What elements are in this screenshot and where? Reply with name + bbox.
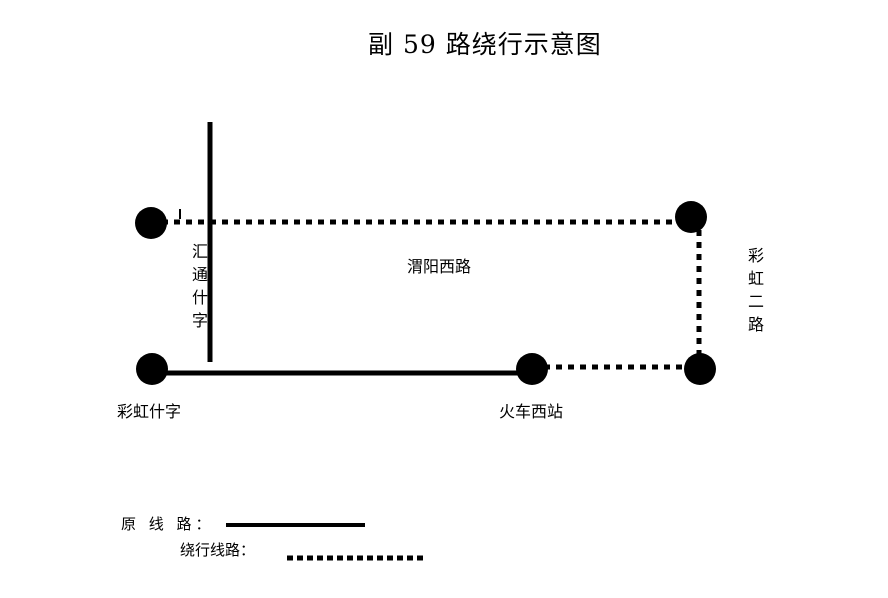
stop-label-huoche-xizhan: 火车西站	[499, 402, 564, 421]
stop-label-caihong-shizi: 彩虹什字	[117, 402, 182, 421]
stop-marker-top-right	[675, 201, 707, 233]
stop-marker-bottom-right	[684, 353, 716, 385]
road-label-caihong-erlu: 彩虹二路	[747, 246, 764, 334]
stop-marker-top-left	[135, 207, 167, 239]
road-label-weiyang-xilu: 渭阳西路	[407, 257, 472, 276]
stop-marker-bottom-left	[136, 353, 168, 385]
stop-marker-huoche-xizhan	[516, 353, 548, 385]
legend-original-route-label: 原 线 路：	[121, 515, 215, 533]
legend-detour-route-label: 绕行线路：	[180, 541, 256, 559]
road-label-huitong-shizi: 汇通什字	[191, 242, 208, 330]
diagram-title: 副 59 路绕行示意图	[368, 30, 602, 59]
